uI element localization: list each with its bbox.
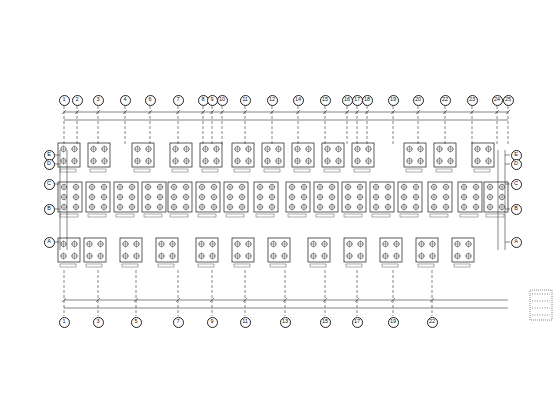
axis-bubble: D — [511, 159, 522, 170]
axis-bubble: 12 — [267, 95, 278, 106]
axis-number: 16 — [344, 97, 350, 103]
axis-bubble: 23 — [467, 95, 478, 106]
axis-bubble: 7 — [173, 317, 184, 328]
axis-number: 22 — [429, 319, 435, 325]
axis-number: 1 — [62, 97, 65, 103]
axis-bubble: 9 — [207, 95, 218, 106]
axis-number: 12 — [269, 97, 275, 103]
axis-number: 9 — [210, 97, 213, 103]
axis-number: 11 — [242, 319, 248, 325]
axis-number: D — [47, 161, 51, 167]
axis-bubble: C — [44, 179, 55, 190]
axis-bubble: 20 — [413, 95, 424, 106]
axis-bubble: 22 — [427, 317, 438, 328]
axis-bubble: 15 — [320, 95, 331, 106]
axis-number: 10 — [219, 97, 225, 103]
axis-bubble: C — [511, 179, 522, 190]
axis-bubble: 15 — [320, 317, 331, 328]
axis-number: 6 — [148, 97, 151, 103]
axis-bubble: 3 — [93, 95, 104, 106]
axis-number: 23 — [469, 97, 475, 103]
axis-bubble: 19 — [388, 317, 399, 328]
axis-number: B — [47, 206, 51, 212]
axis-bubble: 1 — [59, 317, 70, 328]
axis-number: 19 — [390, 319, 396, 325]
axis-bubble: 9 — [207, 317, 218, 328]
axis-number: 13 — [282, 319, 288, 325]
axis-number: C — [514, 181, 518, 187]
axis-bubble: 14 — [293, 95, 304, 106]
axis-number: 14 — [295, 97, 301, 103]
axis-number: 9 — [210, 319, 213, 325]
axis-number: 5 — [134, 319, 137, 325]
axis-number: A — [47, 239, 51, 245]
axis-number: 7 — [176, 97, 179, 103]
axis-number: 25 — [505, 97, 511, 103]
axis-bubble: 24 — [492, 95, 503, 106]
axis-bubble: B — [511, 204, 522, 215]
axis-bubble: 19 — [388, 95, 399, 106]
axis-number: 15 — [322, 319, 328, 325]
axis-bubble: 3 — [93, 317, 104, 328]
axis-bubble: A — [511, 237, 522, 248]
axis-number: 20 — [415, 97, 421, 103]
axis-number: 19 — [390, 97, 396, 103]
axis-bubble: 25 — [503, 95, 514, 106]
axis-number: D — [514, 161, 518, 167]
axis-bubble: 10 — [217, 95, 228, 106]
axis-number: A — [514, 239, 518, 245]
axis-number: 17 — [354, 97, 360, 103]
axis-bubble: 7 — [173, 95, 184, 106]
axis-bubble: 2 — [72, 95, 83, 106]
axis-number: 4 — [123, 97, 126, 103]
axis-bubble: 17 — [352, 95, 363, 106]
axis-number: 3 — [96, 97, 99, 103]
axis-bubble: D — [44, 159, 55, 170]
axis-bubble: 11 — [240, 317, 251, 328]
axis-bubble: 13 — [280, 317, 291, 328]
axis-bubble: 1 — [59, 95, 70, 106]
axis-number: 7 — [176, 319, 179, 325]
axis-bubble: 4 — [120, 95, 131, 106]
axis-number: 1 — [62, 319, 65, 325]
axis-number: B — [514, 206, 518, 212]
axis-bubble: 17 — [352, 317, 363, 328]
axis-bubble: 16 — [342, 95, 353, 106]
axis-bubble: B — [44, 204, 55, 215]
axis-bubble: 11 — [240, 95, 251, 106]
axis-number: 17 — [354, 319, 360, 325]
axis-number: 2 — [75, 97, 78, 103]
axis-bubble: 6 — [145, 95, 156, 106]
axis-number: 8 — [201, 97, 204, 103]
axis-number: 3 — [96, 319, 99, 325]
axis-bubble: 22 — [440, 95, 451, 106]
axis-number: C — [47, 181, 51, 187]
axis-number: 22 — [442, 97, 448, 103]
axis-number: E — [47, 152, 51, 158]
axis-number: 18 — [364, 97, 370, 103]
axis-number: 15 — [322, 97, 328, 103]
axis-number: 11 — [242, 97, 248, 103]
axis-number: 24 — [494, 97, 500, 103]
axis-number: E — [514, 152, 518, 158]
axis-bubble: A — [44, 237, 55, 248]
axis-bubble: 5 — [131, 317, 142, 328]
axis-bubble: 18 — [362, 95, 373, 106]
